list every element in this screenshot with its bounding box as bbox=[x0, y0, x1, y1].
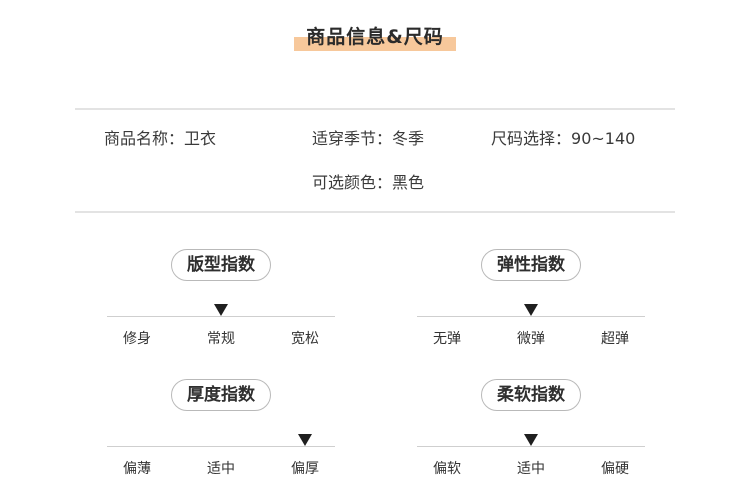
scale-line bbox=[107, 446, 335, 447]
scale-option: 无弹 bbox=[433, 331, 461, 347]
scale-option: 常规 bbox=[207, 331, 235, 347]
title-text: 商品信息&尺码 bbox=[306, 26, 444, 48]
scale-option: 修身 bbox=[123, 331, 151, 347]
info-label: 尺码选择： bbox=[491, 129, 572, 148]
info-season: 适穿季节：冬季 bbox=[312, 128, 424, 150]
header: 商品信息&尺码 bbox=[0, 22, 750, 52]
info-value: 冬季 bbox=[392, 129, 425, 148]
scale-option: 微弹 bbox=[517, 331, 545, 347]
title-highlight bbox=[294, 37, 456, 51]
info-color: 可选颜色：黑色 bbox=[312, 172, 424, 194]
info-label: 可选颜色： bbox=[312, 173, 393, 192]
section-title: 商品信息&尺码 bbox=[294, 22, 456, 52]
divider-bottom bbox=[75, 211, 675, 213]
scale-option: 偏硬 bbox=[601, 461, 629, 477]
divider-top bbox=[75, 108, 675, 110]
scale-line bbox=[107, 316, 335, 317]
info-size: 尺码选择：90~140 bbox=[491, 128, 635, 150]
info-label: 商品名称： bbox=[104, 129, 185, 148]
scale-option: 偏厚 bbox=[291, 461, 319, 477]
softness-index-title: 柔软指数 bbox=[481, 379, 581, 411]
info-value: 黑色 bbox=[392, 173, 425, 192]
info-value: 卫衣 bbox=[184, 129, 217, 148]
scale-option: 偏薄 bbox=[123, 461, 151, 477]
scale-line bbox=[417, 316, 645, 317]
scale-option: 宽松 bbox=[291, 331, 319, 347]
scale-option: 超弹 bbox=[601, 331, 629, 347]
fit-index-title: 版型指数 bbox=[171, 249, 271, 281]
elasticity-index-title: 弹性指数 bbox=[481, 249, 581, 281]
info-product-name: 商品名称：卫衣 bbox=[104, 128, 216, 150]
scale-marker bbox=[524, 434, 538, 446]
scale-marker bbox=[214, 304, 228, 316]
info-value: 90~140 bbox=[571, 129, 636, 148]
thickness-index-title: 厚度指数 bbox=[171, 379, 271, 411]
scale-marker bbox=[524, 304, 538, 316]
scale-line bbox=[417, 446, 645, 447]
scale-option: 偏软 bbox=[433, 461, 461, 477]
scale-option: 适中 bbox=[207, 461, 235, 477]
scale-marker bbox=[298, 434, 312, 446]
info-label: 适穿季节： bbox=[312, 129, 393, 148]
scale-option: 适中 bbox=[517, 461, 545, 477]
